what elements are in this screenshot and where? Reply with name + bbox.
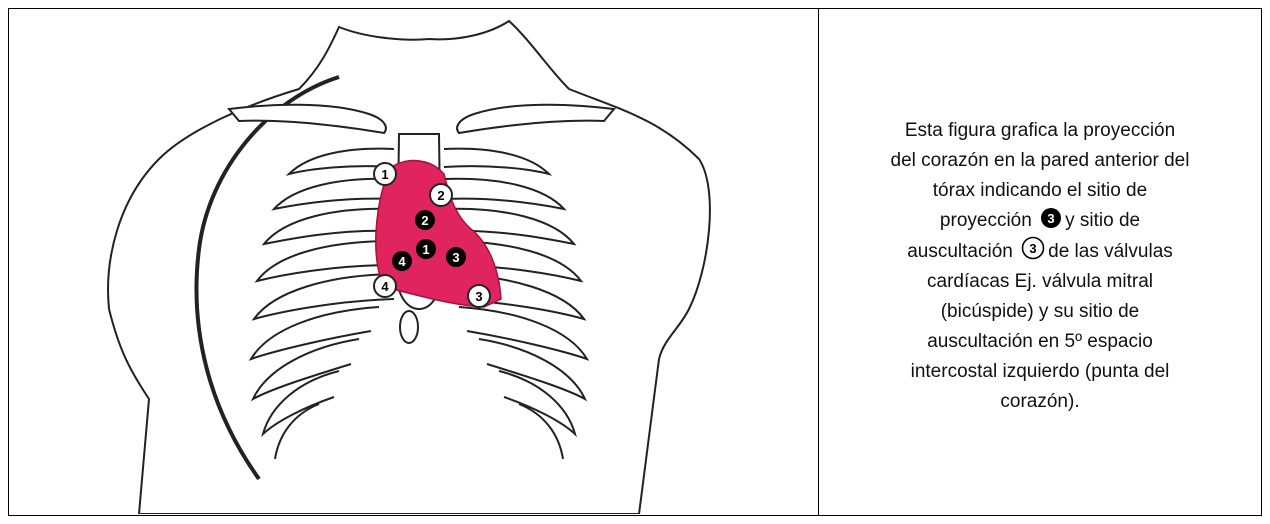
caption-line-8: auscultación en 5º espacio	[835, 327, 1245, 357]
caption-line-6: cardíacas Ej. válvula mitral	[835, 267, 1245, 297]
caption-line-4: proyección 3 y sitio de	[835, 206, 1245, 236]
projection-marker-2-label: 2	[421, 213, 428, 228]
caption: Esta figura grafica la proyección del co…	[835, 116, 1245, 417]
projection-marker-1-label: 1	[422, 242, 429, 257]
caption-line-5-end: de las válvulas	[1048, 241, 1173, 262]
auscultation-marker-2-label: 2	[437, 188, 444, 203]
figure-table: 1 2 3 4 2 1 3 4 Esta figura gr	[8, 8, 1262, 516]
caption-cell: Esta figura grafica la proyección del co…	[819, 9, 1261, 515]
projection-marker-icon: 3	[1040, 207, 1062, 229]
caption-line-1: Esta figura grafica la proyección	[835, 116, 1245, 146]
auscultation-marker-icon-label: 3	[1030, 241, 1037, 256]
caption-line-5: auscultación 3 de las válvulas	[835, 236, 1245, 267]
projection-marker-3-label: 3	[452, 250, 459, 265]
projection-marker-4-label: 4	[398, 254, 406, 269]
figure-cell: 1 2 3 4 2 1 3 4	[9, 9, 819, 515]
caption-line-4-end: y sitio de	[1065, 210, 1140, 231]
caption-line-5-start: auscultación	[907, 241, 1013, 262]
caption-line-2: del corazón en la pared anterior del	[835, 146, 1245, 176]
xiphoid	[400, 311, 418, 343]
caption-line-4-start: proyección	[940, 210, 1032, 231]
thorax-diagram: 1 2 3 4 2 1 3 4	[9, 9, 817, 514]
auscultation-marker-1-label: 1	[381, 167, 388, 182]
caption-line-9: intercostal izquierdo (punta del	[835, 357, 1245, 387]
caption-line-10: corazón).	[835, 387, 1245, 417]
auscultation-marker-3-label: 3	[475, 289, 482, 304]
auscultation-marker-4-label: 4	[381, 279, 389, 294]
caption-line-3: tórax indicando el sitio de	[835, 176, 1245, 206]
caption-line-7: (bicúspide) y su sitio de	[835, 297, 1245, 327]
projection-marker-icon-label: 3	[1047, 211, 1054, 226]
auscultation-marker-icon: 3	[1021, 236, 1045, 260]
